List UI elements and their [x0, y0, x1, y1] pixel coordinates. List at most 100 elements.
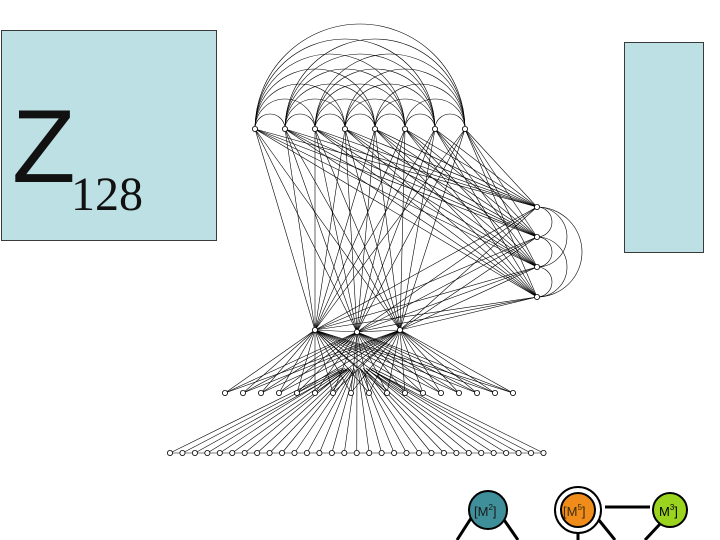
graph-edge: [464, 128, 538, 298]
graph-edge: [344, 113, 376, 130]
legend-node-m3-circle: [652, 492, 688, 528]
legend-edge: [643, 522, 662, 540]
graph-edge: [260, 329, 401, 394]
graph-edge: [361, 369, 420, 454]
graph-edge: [314, 206, 538, 331]
graph-edge: [314, 329, 442, 394]
graph-edge: [399, 128, 466, 331]
graph-edge: [306, 369, 354, 454]
graph-edge: [314, 329, 352, 394]
graph-edge: [254, 53, 406, 130]
graph-edge: [314, 98, 376, 130]
graph-node: [540, 449, 547, 456]
graph-edge: [399, 329, 460, 394]
graph-edges: [169, 23, 583, 454]
graph-node: [229, 449, 236, 456]
graph-edge: [356, 331, 424, 394]
graph-edge: [356, 329, 401, 333]
graph-edge: [399, 329, 514, 394]
graph-edge: [368, 367, 507, 454]
graph-edge: [359, 367, 395, 454]
graph-edge: [294, 368, 353, 454]
graph-edge: [536, 236, 568, 298]
graph-node: [221, 389, 228, 396]
graph-edge: [314, 296, 538, 331]
graph-node: [366, 449, 373, 456]
legend-tail-m3: ]: [674, 504, 678, 519]
graph-edge: [260, 329, 316, 394]
graph-node: [534, 263, 541, 270]
legend-label-m2: [M: [474, 504, 488, 519]
graph-edge: [314, 128, 538, 268]
graph-node: [179, 449, 186, 456]
graph-edge: [242, 329, 401, 394]
graph-edge: [224, 331, 358, 394]
legend-node-m5: [M5]: [554, 486, 602, 534]
graph-edge: [374, 113, 406, 130]
legend-sup-m5: 5: [577, 503, 582, 512]
graph-edge: [314, 68, 436, 130]
graph-node: [311, 389, 318, 396]
graph-edge: [314, 266, 538, 331]
graph-edge: [219, 368, 347, 454]
graph-node: [371, 126, 378, 133]
graph-edge: [281, 367, 352, 454]
graph-edge: [284, 113, 316, 130]
graph-edge: [365, 367, 469, 454]
graph-edge: [399, 329, 424, 394]
legend-label-m5: [M: [563, 504, 577, 519]
graph-edge: [284, 128, 538, 268]
legend-label-m3: M: [659, 504, 670, 519]
graph-edge: [404, 98, 466, 130]
graph-edge: [358, 369, 382, 454]
graph-edge: [404, 128, 538, 268]
graph-edge: [356, 236, 538, 333]
graph-edge: [344, 83, 436, 130]
graph-edge: [314, 329, 496, 394]
graph-edge: [374, 128, 538, 238]
graph-node: [191, 449, 198, 456]
graph-edge: [350, 331, 358, 394]
graph-node: [401, 389, 408, 396]
graph-node: [353, 449, 360, 456]
graph-node: [465, 449, 472, 456]
graph-edge: [356, 329, 401, 369]
graph-node: [365, 389, 372, 396]
graph-edge: [278, 329, 316, 394]
graph-edge: [314, 331, 358, 394]
graph-edge: [357, 368, 370, 454]
graph-edge: [254, 23, 466, 130]
graph-node: [311, 126, 318, 133]
graph-edge: [314, 128, 358, 333]
graph-node: [428, 449, 435, 456]
graph-edge: [374, 83, 466, 130]
legend-node-m5-circle: [560, 492, 596, 528]
legend-node-m3: M3]: [652, 492, 688, 528]
graph-edge: [356, 331, 406, 394]
svg-text:[M2]: [M2]: [474, 503, 497, 519]
legend-sup-m2: 2: [488, 503, 493, 512]
graph-node: [311, 326, 318, 333]
graph-edge: [278, 329, 401, 394]
graph-node: [461, 126, 468, 133]
legend-node-m2-circle: [468, 490, 508, 530]
graph-edge: [399, 296, 538, 331]
graph-edge: [360, 368, 407, 454]
graph-edge: [314, 128, 436, 331]
graph-node: [275, 389, 282, 396]
graph-edge: [314, 128, 406, 331]
graph-node: [166, 449, 173, 456]
graph-node: [528, 449, 535, 456]
graph-edge: [356, 128, 466, 333]
graph-edge: [399, 206, 538, 331]
graph-node: [291, 449, 298, 456]
graph-edge: [314, 329, 424, 394]
graph-node: [293, 389, 300, 396]
svg-text:M3]: M3]: [659, 503, 678, 519]
graph-edge: [224, 329, 316, 394]
graph-edge: [536, 206, 568, 268]
graph-node: [509, 389, 516, 396]
graph-edge: [314, 329, 358, 333]
graph-edge: [344, 128, 538, 298]
